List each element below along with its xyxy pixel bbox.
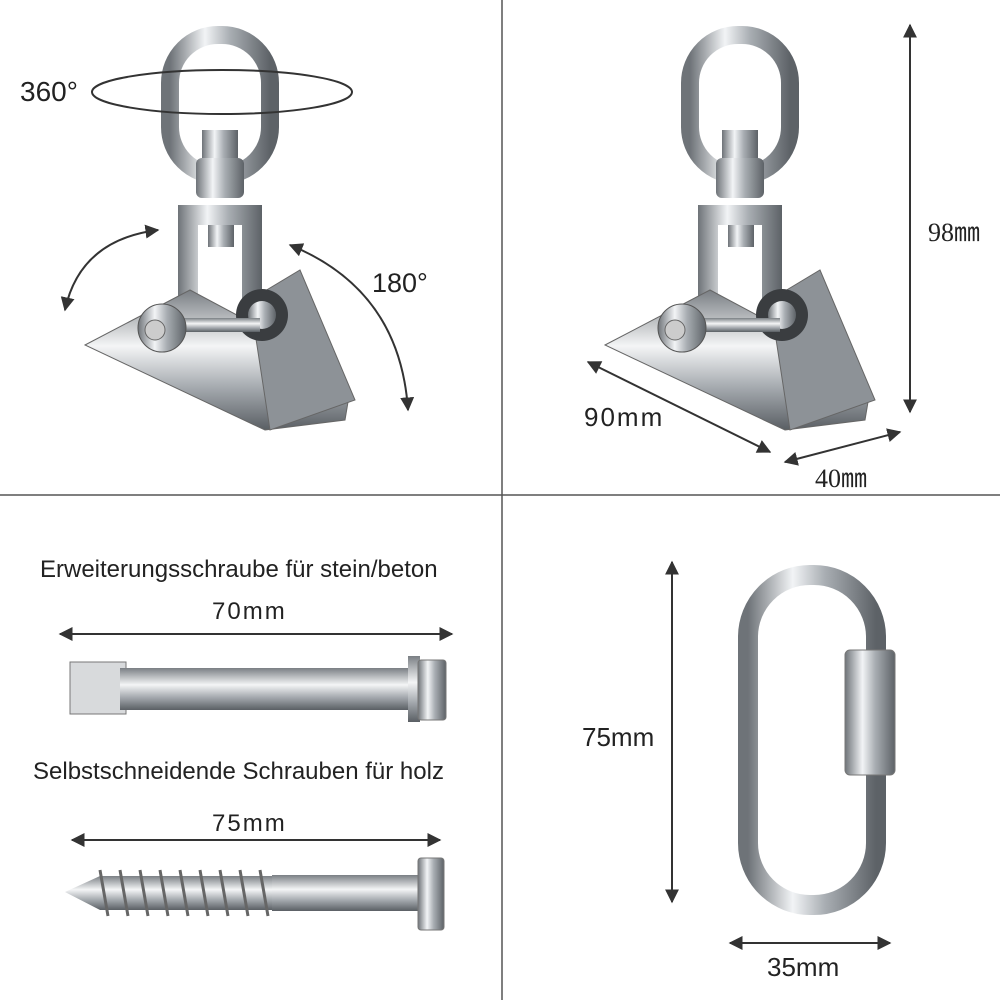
length-dimension-label: 90mm: [584, 402, 665, 432]
width-dimension-arrow: [783, 428, 902, 466]
expansion-bolt-image: [69, 656, 447, 722]
swivel-hook-image: [83, 26, 356, 431]
rotation-label: 360°: [20, 76, 78, 107]
height-dimension-label: 98㎜: [928, 218, 981, 247]
tilt-arrow-right-icon: [288, 243, 415, 412]
quick-link-image: [738, 565, 896, 915]
length-dimension-arrow: [586, 361, 772, 453]
expansion-bolt-length: 70mm: [212, 598, 287, 625]
link-height-label: 75mm: [582, 722, 655, 752]
tilt-arrow-left-icon: [60, 224, 160, 312]
expansion-bolt-title: Erweiterungsschraube für stein/beton: [40, 556, 438, 583]
link-width-label: 35mm: [767, 952, 840, 982]
width-dimension-label: 40㎜: [815, 464, 868, 493]
rotation-arrow-icon: [91, 69, 353, 115]
swivel-hook-image-dimensions: [605, 35, 875, 430]
wood-screw-title: Selbstschneidende Schrauben für holz: [33, 758, 444, 785]
tilt-label: 180°: [372, 268, 428, 298]
wood-screw-image: [65, 857, 445, 931]
wood-screw-length: 75mm: [212, 810, 287, 837]
